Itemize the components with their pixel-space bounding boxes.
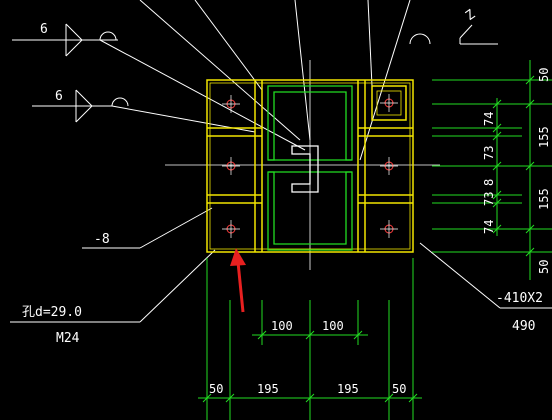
bottom-dimension-texts: 100 100 50 195 195 50	[209, 319, 406, 396]
dim-text: 8	[482, 179, 496, 186]
dim-text: 100	[322, 319, 344, 333]
bolt-hole	[380, 94, 398, 112]
dim-text: 50	[209, 382, 223, 396]
corner-mark-label: Z	[463, 7, 478, 24]
dim-text: 50	[392, 382, 406, 396]
bolt-hole	[222, 220, 240, 238]
base-plate	[206, 79, 414, 253]
hole-diameter-label: 孔d=29.0	[22, 305, 82, 320]
weld-size-label: 6	[55, 89, 63, 104]
dim-text: 155	[537, 188, 551, 210]
bolt-holes	[222, 94, 398, 238]
bolt-hole	[222, 95, 240, 113]
h-section-member	[267, 85, 353, 251]
bolt-size-label: M24	[56, 331, 80, 346]
dim-text: 155	[537, 126, 551, 148]
weld-symbol-top: 6	[12, 22, 117, 57]
dimension-lines	[198, 60, 552, 420]
plate-spec-label: -410X2	[496, 291, 543, 306]
dim-text: 50	[537, 260, 551, 274]
right-inner-dimension-texts: 74 73 8 73 74	[482, 112, 496, 234]
dim-text: 195	[337, 382, 359, 396]
weld-symbol-mid: 6	[32, 89, 129, 123]
weld-size-label: 6	[40, 22, 48, 37]
dim-text: 73	[482, 146, 496, 160]
corner-mark: Z	[409, 7, 498, 45]
dim-text: 74	[482, 112, 496, 126]
bolt-hole	[222, 157, 240, 175]
dim-text: 50	[537, 68, 551, 82]
plate-width-label: 490	[512, 319, 535, 334]
dim-text: 100	[271, 319, 293, 333]
bolt-hole	[380, 220, 398, 238]
red-arrow-indicator	[230, 248, 246, 313]
dim-text: 74	[482, 220, 496, 234]
right-outer-dimension-texts: 50 155 155 50	[537, 68, 551, 274]
plate-thickness-label: -8	[94, 232, 110, 247]
dim-text: 195	[257, 382, 279, 396]
bolt-hole	[380, 157, 398, 175]
leader-lines	[10, 0, 552, 323]
dim-text: 73	[482, 192, 496, 206]
